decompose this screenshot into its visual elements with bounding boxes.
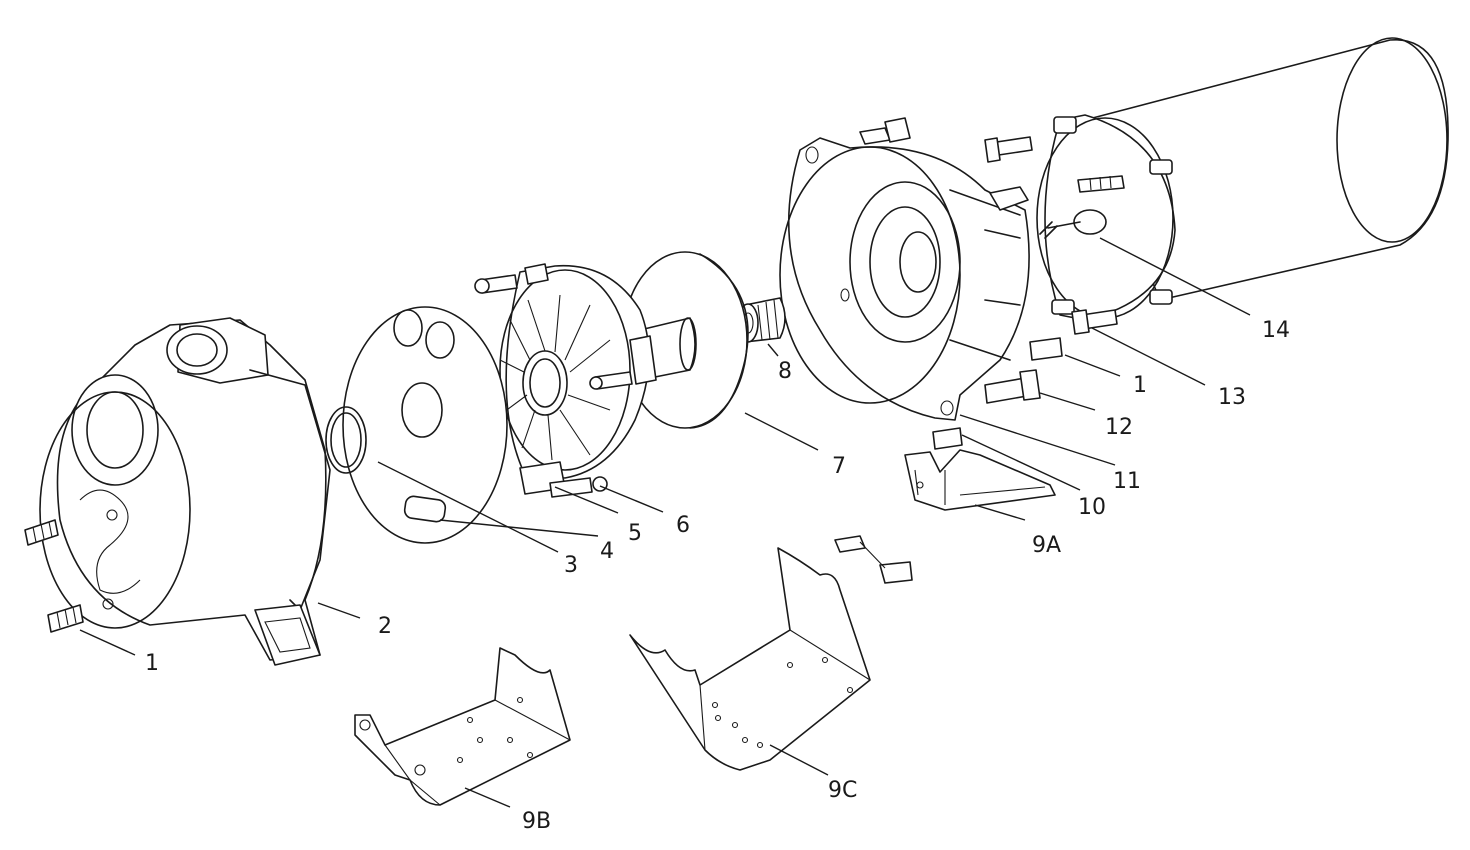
base-9c <box>629 547 871 771</box>
callout-5: 5 <box>628 521 642 546</box>
base-9b <box>354 647 571 806</box>
callout-12: 12 <box>1105 415 1133 440</box>
adapter-bolts <box>859 117 1118 450</box>
callout-4: 4 <box>600 539 614 564</box>
bracket-9a <box>904 449 1056 511</box>
callout-11: 11 <box>1113 469 1141 494</box>
o-ring <box>325 406 367 474</box>
gasket <box>342 306 508 544</box>
motor-adapter <box>779 137 1030 421</box>
motor <box>1036 37 1449 321</box>
callout-9c: 9C <box>828 778 857 803</box>
diffuser-screws <box>474 274 633 498</box>
spacer-clips <box>834 535 913 584</box>
callout-1-left: 1 <box>145 651 159 676</box>
callout-10: 10 <box>1078 495 1106 520</box>
callout-7: 7 <box>832 454 846 479</box>
callout-13: 13 <box>1218 385 1246 410</box>
callout-1-right: 1 <box>1133 373 1147 398</box>
callout-9b: 9B <box>522 809 551 834</box>
callout-labels: 1 2 3 4 5 6 7 8 9A 9B 9C 10 11 12 1 13 1… <box>145 318 1290 834</box>
callout-9a: 9A <box>1032 533 1061 558</box>
callout-14: 14 <box>1262 318 1290 343</box>
pump-casing <box>39 317 331 666</box>
callout-6: 6 <box>676 513 690 538</box>
drain-plugs <box>24 519 84 633</box>
callout-2: 2 <box>378 614 392 639</box>
callout-8: 8 <box>778 359 792 384</box>
callout-3: 3 <box>564 553 578 578</box>
leader-lines <box>79 237 1251 808</box>
diffuser <box>499 263 657 495</box>
